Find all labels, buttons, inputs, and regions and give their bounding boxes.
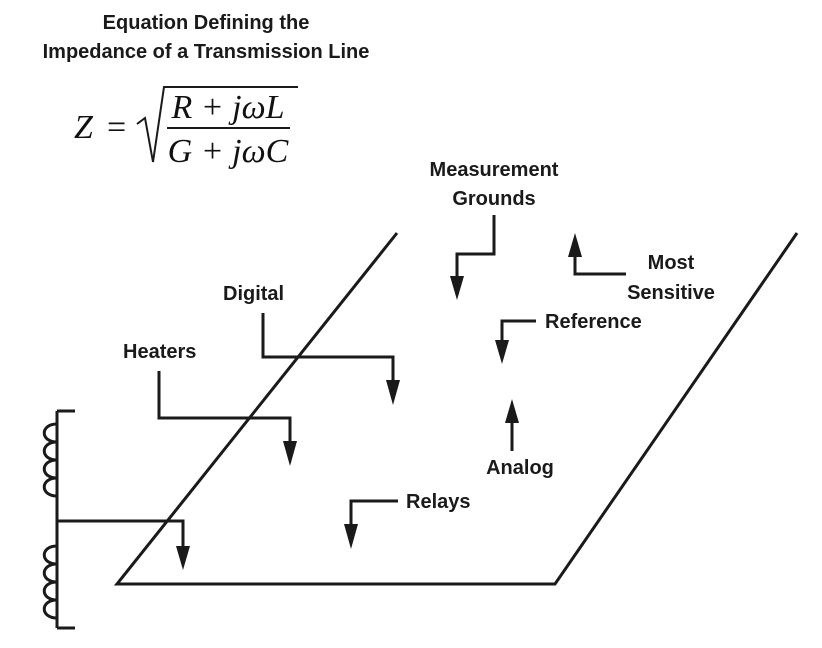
title-line-1: Equation Defining the xyxy=(103,12,310,34)
ground-plane-outline xyxy=(113,232,799,586)
heaters-label: Heaters xyxy=(123,341,196,363)
most-sensitive-label-2: Sensitive xyxy=(627,282,715,304)
digital-arrow xyxy=(261,313,400,405)
square-root-sign xyxy=(136,86,298,163)
equation-denominator: G + jωC xyxy=(168,133,289,170)
most-sensitive-arrow xyxy=(568,233,626,276)
measurement-grounds-label-2: Grounds xyxy=(452,188,535,210)
impedance-equation: Z = R + jωL G + jωC xyxy=(74,86,298,170)
reference-arrow xyxy=(495,319,536,364)
analog-label: Analog xyxy=(486,457,554,479)
equation-numerator: R + jωL xyxy=(170,89,284,126)
heaters-arrow xyxy=(157,371,297,466)
relays-arrow xyxy=(344,499,398,549)
equation-lhs: Z xyxy=(74,109,94,146)
title-line-2: Impedance of a Transmission Line xyxy=(43,41,370,63)
relays-label: Relays xyxy=(406,491,471,513)
most-sensitive-label-1: Most xyxy=(648,252,695,274)
digital-label: Digital xyxy=(223,283,284,305)
equation-equals: = xyxy=(107,109,126,146)
analog-arrow xyxy=(505,399,519,451)
measurement-grounds-arrow xyxy=(450,215,496,300)
reference-label: Reference xyxy=(545,311,642,333)
coil-ground-arrow xyxy=(57,519,190,570)
measurement-grounds-label-1: Measurement xyxy=(430,159,559,181)
